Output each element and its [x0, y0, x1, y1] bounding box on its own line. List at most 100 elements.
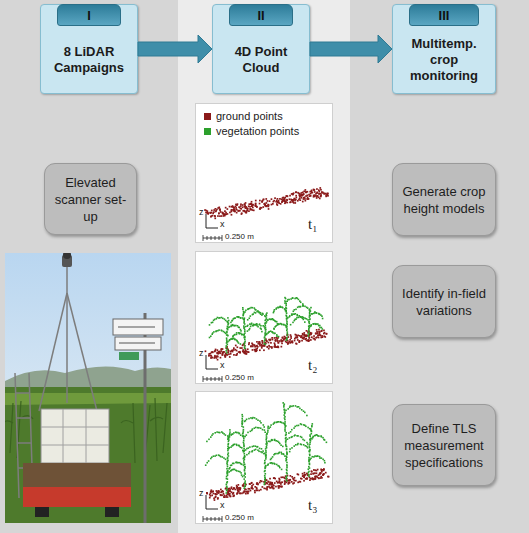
vegetation-point — [228, 468, 230, 470]
vegetation-point — [303, 424, 305, 426]
vegetation-point — [276, 321, 278, 323]
ground-point — [299, 335, 301, 337]
ground-point — [311, 470, 313, 472]
vegetation-point — [213, 320, 215, 322]
ground-points — [204, 187, 329, 219]
ground-point — [298, 341, 300, 343]
vegetation-point — [285, 425, 287, 427]
ground-point — [239, 352, 241, 354]
vegetation-point — [235, 431, 237, 433]
process-box: Identify in-field variations — [392, 265, 496, 338]
ground-point — [252, 346, 254, 348]
vegetation-point — [286, 448, 288, 450]
vegetation-point — [244, 329, 246, 331]
ground-point — [323, 193, 325, 195]
vegetation-point — [232, 335, 234, 337]
ground-point — [313, 478, 315, 480]
vegetation-point — [226, 352, 228, 354]
ground-point — [300, 336, 302, 338]
ground-point — [320, 196, 322, 198]
ground-point — [236, 353, 238, 355]
vegetation-point — [310, 458, 312, 460]
vegetation-point — [242, 315, 244, 317]
vegetation-point — [240, 329, 242, 331]
vegetation-point — [264, 462, 266, 464]
ground-point — [224, 495, 226, 497]
vegetation-point — [267, 332, 269, 334]
vegetation-point — [254, 312, 256, 314]
ground-point — [255, 203, 257, 205]
vegetation-point — [267, 464, 269, 466]
ground-point — [294, 200, 296, 202]
vegetation-point — [284, 412, 286, 414]
ground-point — [298, 193, 300, 195]
ground-point — [301, 340, 303, 342]
ground-point — [223, 351, 225, 353]
ground-point — [243, 492, 245, 494]
ground-point — [242, 351, 244, 353]
ground-point — [320, 469, 322, 471]
ground-point — [301, 336, 303, 338]
vegetation-point — [308, 457, 310, 459]
vegetation-point — [227, 327, 229, 329]
vegetation-point — [227, 478, 229, 480]
vegetation-point — [267, 319, 269, 321]
ground-point — [297, 339, 299, 341]
vegetation-point — [286, 325, 288, 327]
ground-point — [242, 485, 244, 487]
ground-point — [303, 332, 305, 334]
vegetation-point — [226, 337, 228, 339]
ground-point — [316, 192, 318, 194]
ground-point — [265, 479, 267, 481]
ground-point — [269, 487, 271, 489]
ground-point — [296, 334, 298, 336]
ground-point — [281, 341, 283, 343]
ground-point — [229, 488, 231, 490]
scanner-photo — [5, 253, 171, 523]
ground-point — [287, 342, 289, 344]
vegetation-point — [289, 405, 291, 407]
ground-point — [320, 472, 322, 474]
vegetation-point — [231, 338, 233, 340]
ground-point — [268, 339, 270, 341]
vegetation-point — [284, 423, 286, 425]
ground-point — [211, 357, 213, 359]
ground-point — [214, 216, 216, 218]
vegetation-point — [270, 459, 272, 461]
ground-point — [246, 353, 248, 355]
vegetation-point — [307, 443, 309, 445]
vegetation-point — [243, 430, 245, 432]
vegetation-point — [294, 434, 296, 436]
vegetation-point — [264, 323, 266, 325]
ground-point — [237, 346, 239, 348]
vegetation-point — [243, 458, 245, 460]
vegetation-point — [317, 455, 319, 457]
vegetation-point — [226, 478, 228, 480]
vegetation-point — [229, 433, 231, 435]
vegetation-point — [285, 432, 287, 434]
ground-point — [239, 352, 241, 354]
ground-point — [284, 336, 286, 338]
vegetation-point — [213, 455, 215, 457]
vegetation-point — [317, 323, 319, 325]
vegetation-point — [231, 469, 233, 471]
ground-point — [315, 333, 317, 335]
ground-point — [251, 343, 253, 345]
vegetation-point — [242, 432, 244, 434]
ground-point — [300, 194, 302, 196]
ground-point — [314, 476, 316, 478]
vegetation-point — [236, 340, 238, 342]
vegetation-point — [260, 325, 262, 327]
vegetation-point — [286, 324, 288, 326]
vegetation-point — [238, 332, 240, 334]
vegetation-point — [284, 417, 286, 419]
ground-point — [321, 330, 323, 332]
vegetation-point — [300, 423, 302, 425]
vegetation-point — [301, 437, 303, 439]
ground-point — [291, 481, 293, 483]
ground-point — [320, 189, 322, 191]
ground-point — [220, 211, 222, 213]
process-box: Define TLS measurement specifications — [392, 404, 496, 486]
vegetation-point — [308, 328, 310, 330]
vegetation-point — [274, 422, 276, 424]
